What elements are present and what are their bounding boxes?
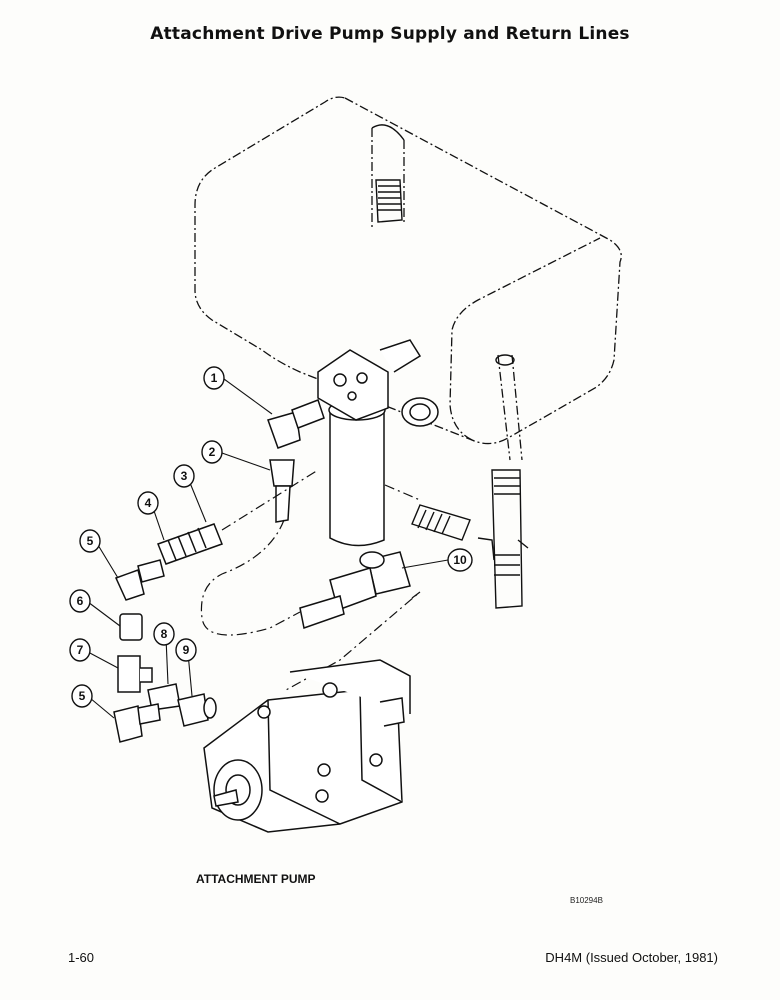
callout-7-label: 7 (77, 643, 84, 657)
filter-assembly (317, 339, 439, 547)
callout-8: 8 (153, 622, 175, 646)
hydraulic-tank (194, 96, 622, 461)
callout-10-label: 10 (453, 553, 467, 567)
figure-number: B10294B (570, 896, 603, 905)
callout-4: 4 (137, 491, 159, 515)
callout-9-label: 9 (183, 643, 190, 657)
issue-line: DH4M (Issued October, 1981) (545, 950, 718, 965)
callout-5-lower-label: 5 (79, 689, 86, 703)
callout-bubbles: 1 2 3 4 5 6 7 (69, 366, 473, 708)
pump-caption: ATTACHMENT PUMP (196, 872, 316, 886)
fittings (113, 399, 411, 743)
callout-1-label: 1 (211, 371, 218, 385)
callout-4-label: 4 (145, 496, 152, 510)
callout-9: 9 (175, 638, 197, 662)
callout-2: 2 (201, 440, 223, 464)
page-number: 1-60 (68, 950, 95, 965)
callout-3: 3 (173, 464, 195, 488)
callout-2-label: 2 (209, 445, 216, 459)
page-title: Attachment Drive Pump Supply and Return … (150, 24, 630, 44)
callout-7: 7 (69, 638, 91, 662)
callout-1: 1 (203, 366, 225, 390)
callout-5: 5 (79, 529, 101, 553)
callout-5-label: 5 (87, 534, 94, 548)
callout-6-label: 6 (77, 594, 84, 608)
callout-5-lower: 5 (71, 684, 93, 708)
callout-3-label: 3 (181, 469, 188, 483)
callout-6: 6 (69, 589, 91, 613)
callout-10: 10 (447, 548, 473, 572)
tank-pipes (371, 124, 529, 609)
callout-8-label: 8 (161, 627, 168, 641)
attachment-pump (203, 659, 411, 833)
leader-lines (87, 378, 449, 719)
